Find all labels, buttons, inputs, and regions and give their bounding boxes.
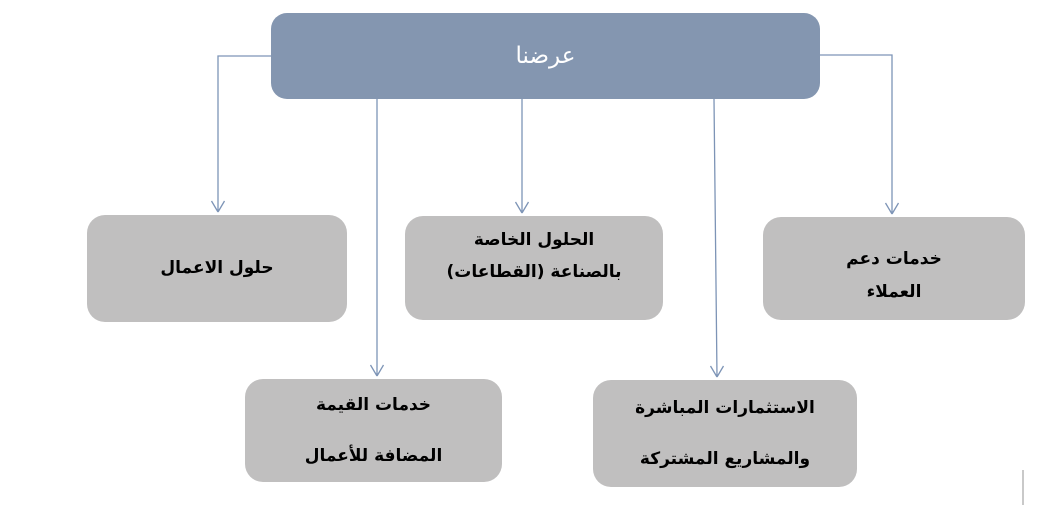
node-value-added-line2: المضافة للأعمال (304, 445, 443, 466)
connector-arrow-support (820, 54, 900, 215)
node-industry-solutions-line2: بالصناعة (القطاعات) (446, 262, 622, 282)
node-our-offering[interactable]: عرضنا (271, 13, 820, 99)
node-customer-support-line2: العملاء (866, 282, 922, 302)
connector-arrow-value-added (369, 99, 385, 377)
node-investments-line1: الاستثمارات المباشرة (635, 398, 815, 419)
scrollbar-fragment (1022, 470, 1024, 505)
node-industry-solutions-line1: الحلول الخاصة (473, 229, 595, 250)
connector-arrow-business (210, 55, 271, 213)
node-customer-support-line1: خدمات دعم (846, 248, 942, 269)
node-our-offering-label: عرضنا (515, 43, 576, 69)
node-direct-investments-joint-ventures[interactable]: الاستثمارات المباشرة والمشاريع المشتركة (593, 380, 857, 487)
connector-arrow-investments (709, 98, 725, 378)
node-value-added-services[interactable]: خدمات القيمة المضافة للأعمال (245, 379, 502, 482)
node-business-solutions-label: حلول الاعمال (160, 258, 274, 279)
node-industry-specific-solutions[interactable]: الحلول الخاصة بالصناعة (القطاعات) (405, 216, 663, 320)
node-business-solutions[interactable]: حلول الاعمال (87, 215, 347, 322)
node-investments-line2: والمشاريع المشتركة (639, 448, 811, 469)
connector-arrow-industry (514, 99, 530, 214)
node-customer-support-services[interactable]: خدمات دعم العملاء (763, 217, 1025, 320)
node-value-added-line1: خدمات القيمة (315, 395, 432, 416)
